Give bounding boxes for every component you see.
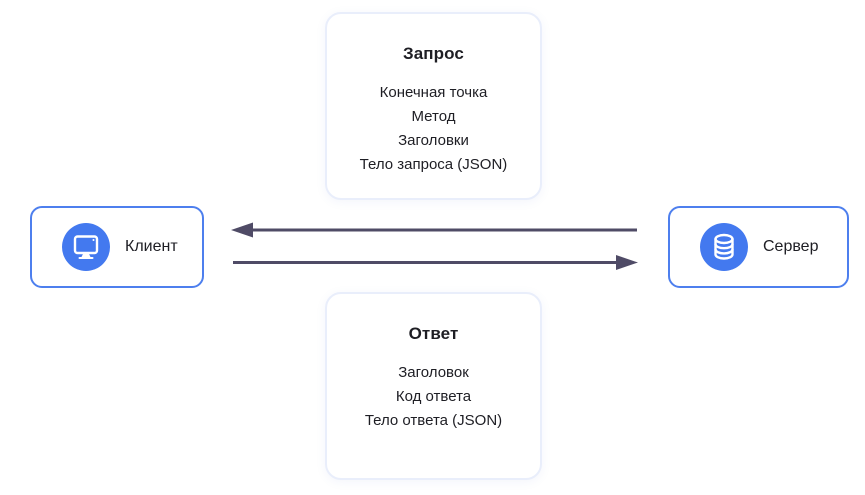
- request-item-headers: Заголовки: [398, 132, 469, 149]
- server-node-label: Сервер: [763, 238, 819, 255]
- response-card-items: Заголовок Код ответа Тело ответа (JSON): [327, 361, 540, 433]
- server-node: Сервер: [668, 206, 849, 288]
- request-item-method: Метод: [411, 108, 456, 125]
- response-item-body: Тело ответа (JSON): [364, 412, 503, 429]
- request-card-title: Запрос: [403, 44, 464, 63]
- arrow-client-to-server: [233, 255, 638, 270]
- arrow-server-to-client: [231, 222, 637, 238]
- database-icon: [700, 223, 748, 271]
- response-card: Ответ Заголовок Код ответа Тело ответа (…: [325, 292, 542, 480]
- monitor-icon: [62, 223, 110, 271]
- request-item-body: Тело запроса (JSON): [359, 156, 508, 173]
- response-item-header: Заголовок: [398, 364, 469, 381]
- request-item-endpoint: Конечная точка: [379, 84, 488, 101]
- request-card: Запрос Конечная точка Метод Заголовки Те…: [325, 12, 542, 200]
- client-node-label: Клиент: [125, 238, 178, 255]
- response-item-code: Код ответа: [395, 388, 472, 405]
- response-card-title: Ответ: [408, 324, 459, 343]
- client-node: Клиент: [30, 206, 204, 288]
- request-card-items: Конечная точка Метод Заголовки Тело запр…: [327, 81, 540, 177]
